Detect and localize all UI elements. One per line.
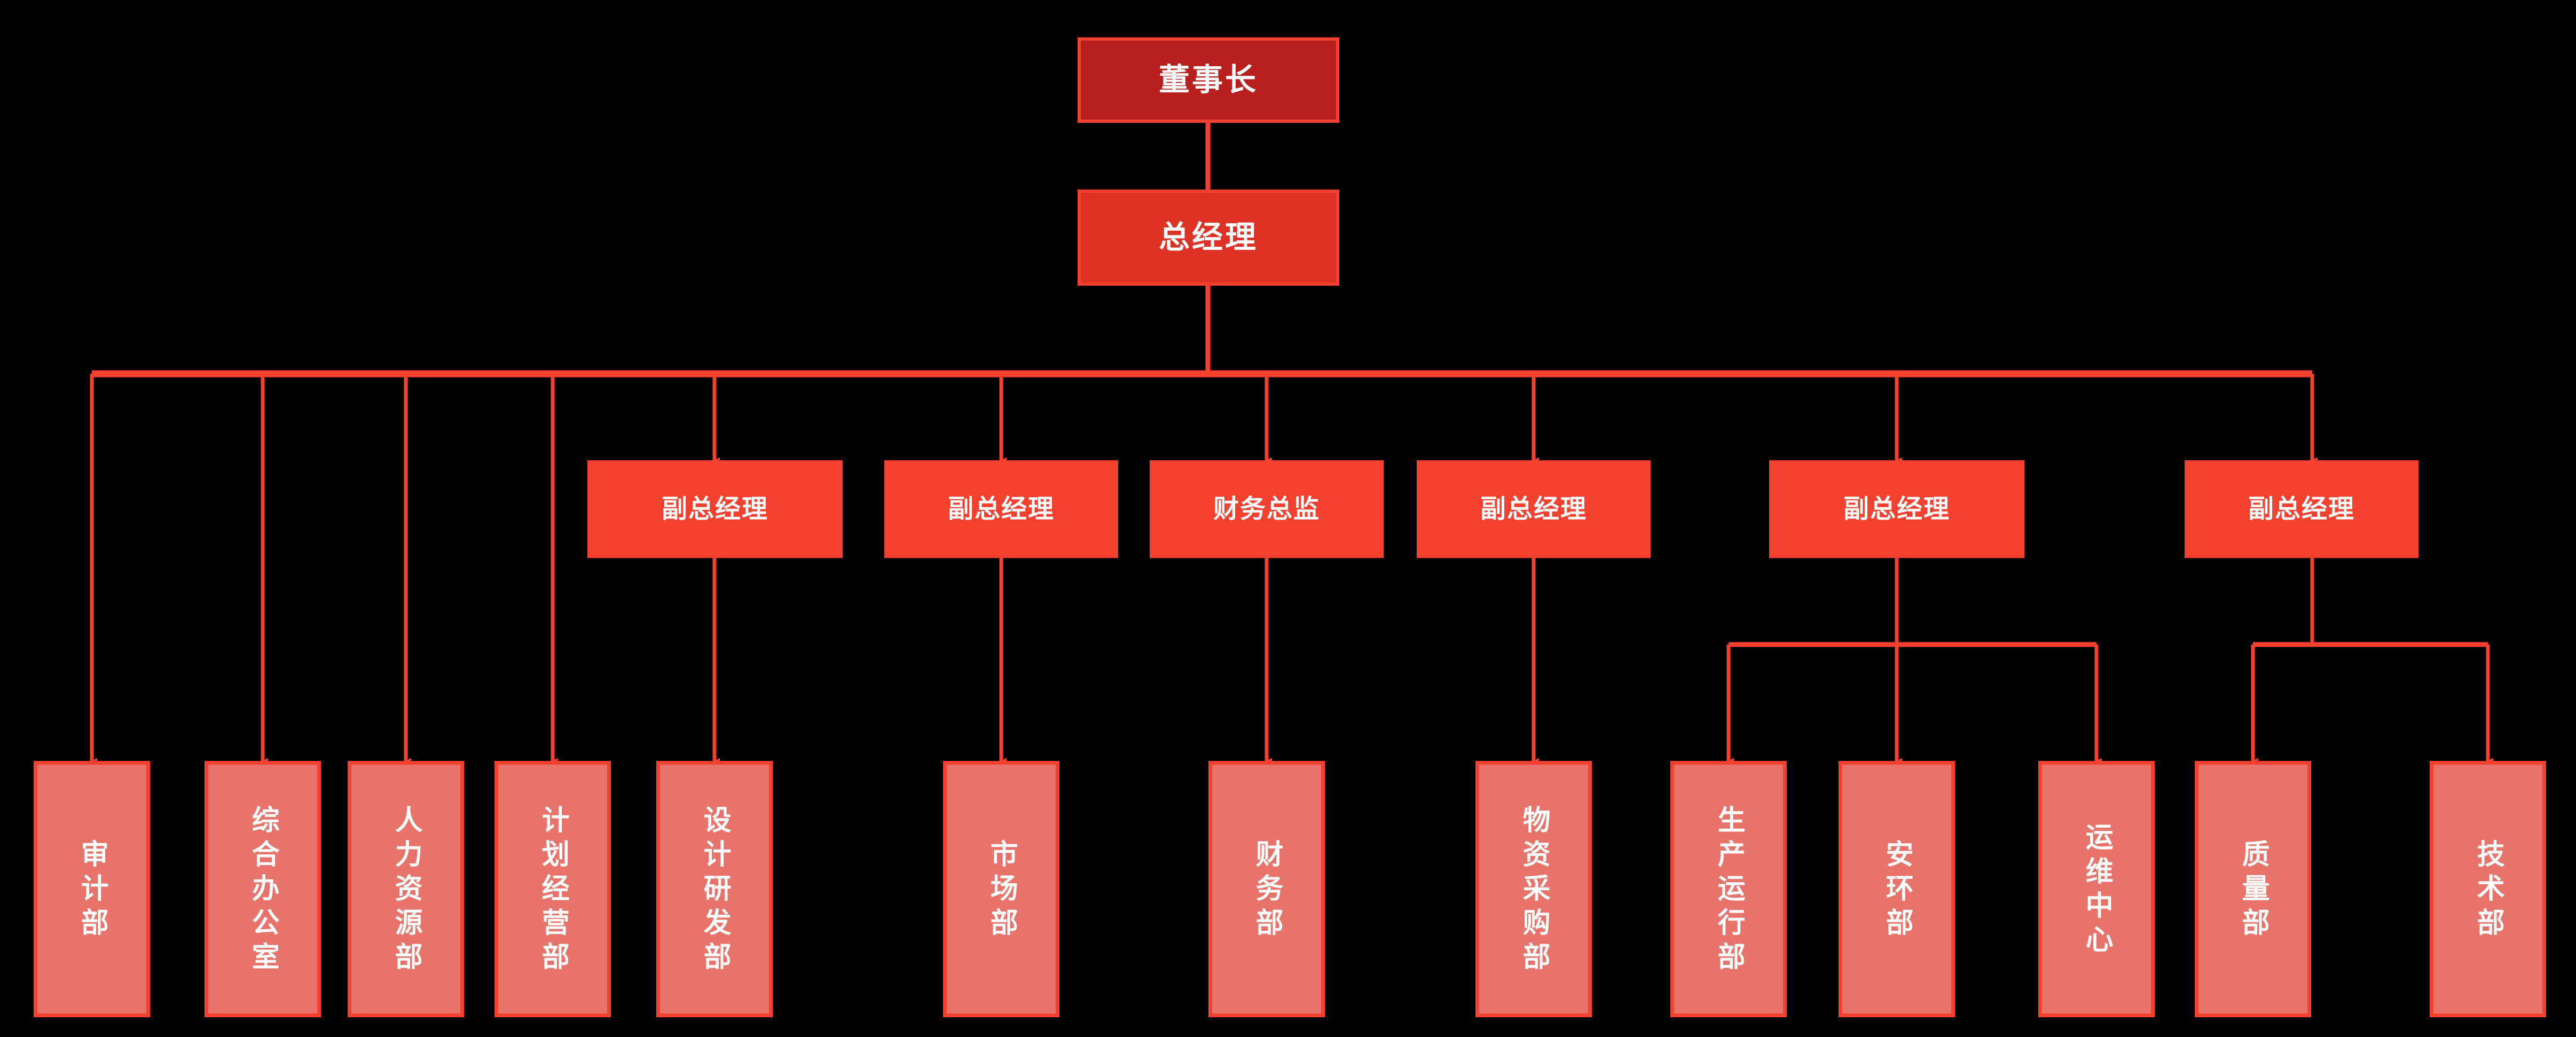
node-safety-env[interactable]: 安环部: [1839, 761, 1955, 1017]
node-vp5-label: 副总经理: [2248, 494, 2355, 523]
node-production-label: 生产运行部: [1713, 805, 1745, 976]
node-general-manager[interactable]: 总经理: [1078, 190, 1339, 286]
node-vp1-label: 副总经理: [661, 494, 768, 523]
node-audit[interactable]: 审计部: [34, 761, 150, 1017]
node-marketing-label: 市场部: [986, 839, 1017, 942]
node-vp3-label: 副总经理: [1480, 494, 1587, 523]
node-vp4-label: 副总经理: [1843, 494, 1950, 523]
node-vp4[interactable]: 副总经理: [1769, 460, 2024, 558]
node-vp3[interactable]: 副总经理: [1417, 460, 1651, 558]
node-hr[interactable]: 人力资源部: [348, 761, 464, 1017]
node-quality[interactable]: 质量部: [2195, 761, 2311, 1017]
node-vp2-label: 副总经理: [947, 494, 1055, 523]
node-finance-label: 财务部: [1251, 839, 1283, 942]
node-chairman-label: 董事长: [1158, 62, 1258, 97]
node-hr-label: 人力资源部: [390, 805, 422, 976]
node-production[interactable]: 生产运行部: [1670, 761, 1787, 1017]
node-quality-label: 质量部: [2237, 839, 2269, 942]
node-chairman[interactable]: 董事长: [1078, 37, 1339, 123]
node-vp5[interactable]: 副总经理: [2185, 460, 2418, 558]
node-technology-label: 技术部: [2472, 839, 2504, 942]
node-general-office[interactable]: 综合办公室: [205, 761, 321, 1017]
node-vp2[interactable]: 副总经理: [884, 460, 1118, 558]
node-general-office-label: 综合办公室: [247, 805, 279, 976]
node-ops-center-label: 运维中心: [2081, 822, 2112, 959]
node-technology[interactable]: 技术部: [2430, 761, 2546, 1017]
node-finance[interactable]: 财务部: [1208, 761, 1325, 1017]
node-ops-center[interactable]: 运维中心: [2038, 761, 2155, 1017]
node-planning-label: 计划经营部: [537, 805, 569, 976]
node-design-rd-label: 设计研发部: [699, 805, 731, 976]
node-general-manager-label: 总经理: [1158, 219, 1258, 255]
node-procurement[interactable]: 物资采购部: [1475, 761, 1592, 1017]
node-procurement-label: 物资采购部: [1518, 805, 1550, 976]
node-cfo[interactable]: 财务总监: [1150, 460, 1384, 558]
node-design-rd[interactable]: 设计研发部: [656, 761, 773, 1017]
node-planning[interactable]: 计划经营部: [494, 761, 611, 1017]
node-safety-env-label: 安环部: [1881, 839, 1913, 942]
node-vp1[interactable]: 副总经理: [587, 460, 843, 558]
node-marketing[interactable]: 市场部: [943, 761, 1059, 1017]
node-cfo-label: 财务总监: [1213, 494, 1320, 523]
node-audit-label: 审计部: [76, 839, 108, 942]
